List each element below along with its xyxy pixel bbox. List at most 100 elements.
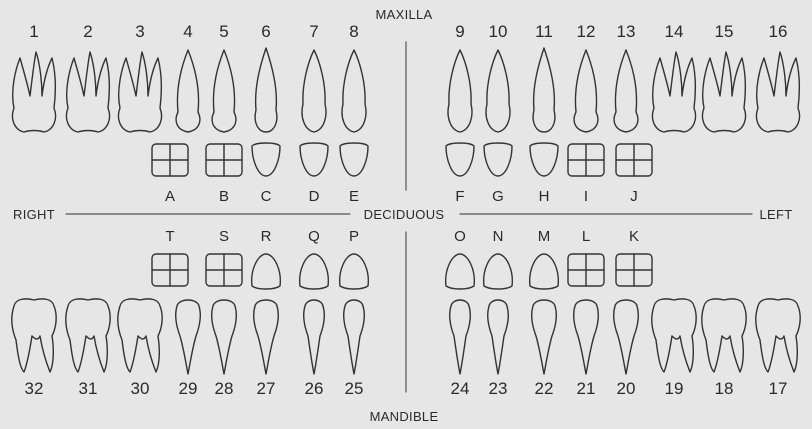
mandible-tooth-number: 29 bbox=[179, 379, 198, 399]
deciduous-upper-letter: F bbox=[455, 188, 464, 206]
mandible-tooth-number: 17 bbox=[769, 379, 788, 399]
mandible-tooth-number: 19 bbox=[665, 379, 684, 399]
deciduous-lower-tooth-T bbox=[152, 254, 188, 286]
mandible-tooth-17 bbox=[756, 299, 800, 372]
maxilla-tooth-number: 10 bbox=[489, 22, 508, 42]
maxilla-tooth-13 bbox=[614, 50, 638, 132]
deciduous-upper-letter: H bbox=[539, 188, 550, 206]
maxilla-title: MAXILLA bbox=[375, 6, 432, 24]
deciduous-upper-letter: I bbox=[584, 188, 588, 206]
deciduous-lower-letter: O bbox=[454, 228, 466, 246]
maxilla-tooth-number: 6 bbox=[261, 22, 270, 42]
maxilla-tooth-4 bbox=[176, 50, 200, 132]
deciduous-upper-tooth-J bbox=[616, 144, 652, 176]
left-side-label: LEFT bbox=[760, 206, 793, 224]
deciduous-upper-letter: G bbox=[492, 188, 504, 206]
deciduous-lower-tooth-O bbox=[446, 254, 475, 289]
mandible-tooth-number: 28 bbox=[215, 379, 234, 399]
deciduous-lower-letter: L bbox=[582, 228, 590, 246]
maxilla-tooth-number: 8 bbox=[349, 22, 358, 42]
deciduous-lower-tooth-M bbox=[530, 254, 559, 289]
maxilla-tooth-number: 11 bbox=[535, 22, 553, 42]
deciduous-upper-tooth-F bbox=[446, 143, 474, 176]
maxilla-tooth-5 bbox=[212, 50, 236, 132]
deciduous-lower-letter: M bbox=[538, 228, 551, 246]
deciduous-upper-letter: A bbox=[165, 188, 175, 206]
deciduous-label: DECIDUOUS bbox=[362, 206, 447, 224]
deciduous-upper-letter: D bbox=[309, 188, 320, 206]
mandible-tooth-27 bbox=[254, 300, 278, 374]
deciduous-upper-tooth-C bbox=[252, 143, 280, 176]
maxilla-tooth-9 bbox=[448, 50, 472, 132]
mandible-tooth-31 bbox=[66, 299, 110, 372]
deciduous-upper-letter: J bbox=[630, 188, 638, 206]
mandible-tooth-30 bbox=[118, 299, 162, 372]
deciduous-lower-letter: R bbox=[261, 228, 272, 246]
deciduous-upper-letter: C bbox=[261, 188, 272, 206]
mandible-tooth-20 bbox=[614, 300, 638, 374]
mandible-tooth-number: 22 bbox=[535, 379, 554, 399]
mandible-tooth-23 bbox=[488, 300, 508, 374]
deciduous-lower-tooth-K bbox=[616, 254, 652, 286]
mandible-tooth-19 bbox=[652, 299, 696, 372]
deciduous-lower-letter: N bbox=[493, 228, 504, 246]
maxilla-tooth-6 bbox=[255, 48, 277, 132]
deciduous-upper-tooth-E bbox=[340, 143, 368, 176]
maxilla-tooth-number: 3 bbox=[135, 22, 144, 42]
mandible-tooth-number: 27 bbox=[257, 379, 276, 399]
right-side-label: RIGHT bbox=[13, 206, 55, 224]
maxilla-tooth-1 bbox=[12, 52, 55, 132]
mandible-tooth-number: 21 bbox=[577, 379, 596, 399]
mandible-title: MANDIBLE bbox=[370, 408, 439, 426]
mandible-tooth-number: 24 bbox=[451, 379, 470, 399]
deciduous-lower-letter: K bbox=[629, 228, 639, 246]
maxilla-tooth-3 bbox=[118, 52, 161, 132]
maxilla-tooth-number: 2 bbox=[83, 22, 92, 42]
maxilla-tooth-15 bbox=[702, 52, 745, 132]
deciduous-upper-letter: B bbox=[219, 188, 229, 206]
deciduous-lower-letter: P bbox=[349, 228, 359, 246]
maxilla-tooth-number: 7 bbox=[309, 22, 318, 42]
maxilla-tooth-number: 4 bbox=[183, 22, 192, 42]
deciduous-lower-letter: Q bbox=[308, 228, 320, 246]
deciduous-upper-letter: E bbox=[349, 188, 359, 206]
deciduous-upper-tooth-D bbox=[300, 143, 328, 176]
maxilla-tooth-2 bbox=[66, 52, 109, 132]
mandible-tooth-21 bbox=[574, 300, 598, 374]
mandible-tooth-number: 32 bbox=[25, 379, 44, 399]
deciduous-lower-letter: S bbox=[219, 228, 229, 246]
mandible-tooth-29 bbox=[176, 300, 200, 374]
mandible-tooth-22 bbox=[532, 300, 556, 374]
mandible-tooth-number: 26 bbox=[305, 379, 324, 399]
deciduous-lower-tooth-L bbox=[568, 254, 604, 286]
deciduous-upper-tooth-A bbox=[152, 144, 188, 176]
maxilla-tooth-number: 12 bbox=[577, 22, 596, 42]
maxilla-tooth-7 bbox=[302, 50, 326, 132]
maxilla-tooth-number: 15 bbox=[715, 22, 734, 42]
mandible-tooth-28 bbox=[212, 300, 236, 374]
deciduous-lower-letter: T bbox=[165, 228, 174, 246]
deciduous-upper-tooth-B bbox=[206, 144, 242, 176]
deciduous-lower-tooth-Q bbox=[300, 254, 329, 289]
deciduous-upper-tooth-I bbox=[568, 144, 604, 176]
mandible-tooth-number: 20 bbox=[617, 379, 636, 399]
deciduous-upper-tooth-H bbox=[530, 143, 558, 176]
deciduous-lower-tooth-P bbox=[340, 254, 369, 289]
mandible-tooth-number: 23 bbox=[489, 379, 508, 399]
deciduous-lower-tooth-R bbox=[252, 254, 281, 289]
maxilla-tooth-14 bbox=[652, 52, 695, 132]
mandible-tooth-number: 30 bbox=[131, 379, 150, 399]
maxilla-tooth-11 bbox=[533, 48, 555, 132]
maxilla-tooth-number: 16 bbox=[769, 22, 788, 42]
mandible-tooth-24 bbox=[450, 300, 470, 374]
maxilla-tooth-number: 9 bbox=[455, 22, 464, 42]
maxilla-tooth-12 bbox=[574, 50, 598, 132]
maxilla-tooth-number: 13 bbox=[617, 22, 636, 42]
deciduous-lower-tooth-S bbox=[206, 254, 242, 286]
mandible-tooth-18 bbox=[702, 299, 746, 372]
maxilla-tooth-16 bbox=[756, 52, 799, 132]
mandible-tooth-number: 25 bbox=[345, 379, 364, 399]
maxilla-tooth-10 bbox=[486, 50, 510, 132]
mandible-tooth-32 bbox=[12, 299, 56, 372]
